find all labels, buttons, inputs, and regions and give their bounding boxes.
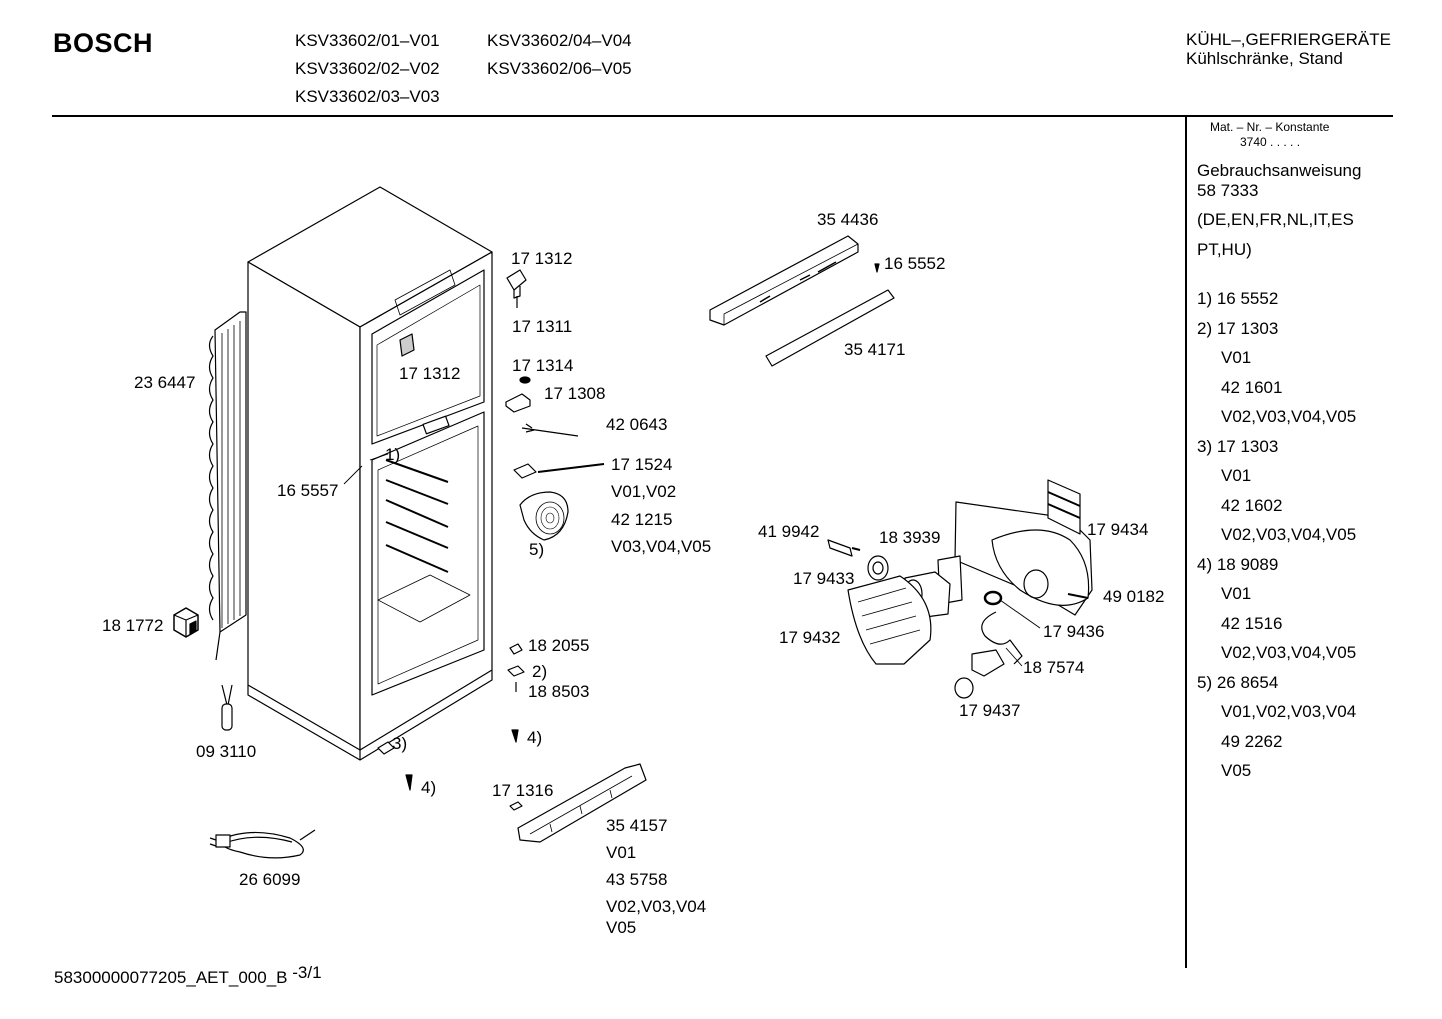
part-236447: 23 6447 — [134, 373, 196, 392]
category-line2: Kühlschränke, Stand — [1186, 49, 1343, 68]
footnote-line: V02,V03,V04,V05 — [1221, 525, 1357, 544]
thermostat-assembly — [827, 479, 1093, 699]
part-171311: 17 1311 — [512, 317, 573, 336]
page-number: -3/1 — [292, 963, 322, 982]
part-179433: 17 9433 — [793, 569, 855, 588]
footnote-line: V01,V02,V03,V04 — [1221, 702, 1357, 721]
part-179436: 17 9436 — [1043, 622, 1105, 641]
document-code: 58300000077205_AET_000_B — [54, 968, 288, 987]
footnote-line: V05 — [1221, 761, 1252, 780]
footnote-line: 1) 16 5552 — [1197, 289, 1279, 308]
mat-header: Mat. – Nr. – Konstante — [1210, 120, 1330, 134]
model-4: KSV33602/04–V04 — [487, 31, 632, 50]
condenser-coil — [208, 311, 247, 661]
variant-v01: V01 — [606, 843, 637, 862]
footnote-line: V02,V03,V04,V05 — [1221, 407, 1357, 426]
part-183939: 18 3939 — [879, 528, 941, 547]
fridge-cabinet — [247, 186, 493, 761]
footnote-line: V02,V03,V04,V05 — [1221, 643, 1357, 662]
part-181772: 18 1772 — [102, 616, 164, 635]
part-171524: 17 1524 — [611, 455, 673, 474]
brand-logo: BOSCH — [53, 28, 154, 58]
leader-lines — [343, 453, 1041, 667]
footnote-line: V01 — [1221, 466, 1252, 485]
part-179432: 17 9432 — [779, 628, 841, 647]
part-420643: 42 0643 — [606, 415, 668, 434]
mat-value: 3740 . . . . . — [1240, 135, 1301, 149]
part-171314: 17 1314 — [512, 356, 574, 375]
callout-2: 2) — [532, 662, 548, 681]
part-171316: 17 1316 — [492, 781, 554, 800]
manual-languages-1: (DE,EN,FR,NL,IT,ES — [1197, 210, 1354, 229]
footnote-line: 42 1601 — [1221, 377, 1283, 397]
part-179437: 17 9437 — [959, 701, 1021, 720]
part-182055: 18 2055 — [528, 636, 590, 655]
part-171312-b: 17 1312 — [399, 364, 461, 383]
part-421215: 42 1215 — [611, 510, 673, 529]
variant-v03-v05: V03,V04,V05 — [611, 537, 712, 556]
handle-parts — [709, 235, 895, 367]
model-5: KSV33602/06–V05 — [487, 59, 632, 78]
footnote-line: V01 — [1221, 584, 1252, 603]
part-354436: 35 4436 — [817, 210, 879, 229]
variant-v01-v02: V01,V02 — [611, 482, 677, 501]
footnote-line: 4) 18 9089 — [1197, 554, 1279, 574]
part-165552: 16 5552 — [884, 254, 946, 273]
part-188503: 18 8503 — [528, 682, 590, 701]
model-2: KSV33602/02–V02 — [295, 59, 440, 78]
callout-5: 5) — [529, 540, 545, 559]
model-3: KSV33602/03–V03 — [295, 87, 440, 106]
footnote-line: 42 1602 — [1221, 495, 1283, 515]
hinge-parts — [377, 269, 647, 843]
part-165557: 16 5557 — [277, 481, 339, 500]
part-093110: 09 3110 — [196, 742, 257, 761]
part-435758: 43 5758 — [606, 870, 668, 889]
part-179434: 17 9434 — [1087, 520, 1149, 539]
callout-3: 3) — [392, 734, 408, 753]
model-1: KSV33602/01–V01 — [295, 31, 440, 50]
part-187574: 18 7574 — [1023, 658, 1085, 677]
category-line1: KÜHL–,GEFRIERGERÄTE — [1186, 30, 1391, 49]
manual-languages-2: PT,HU) — [1197, 240, 1252, 259]
part-171312-a: 17 1312 — [511, 249, 573, 268]
variant-v05: V05 — [606, 918, 637, 937]
header-divider — [52, 115, 1393, 117]
footnote-line: 49 2262 — [1221, 731, 1283, 751]
footnote-line: 5) 26 8654 — [1197, 672, 1279, 692]
callout-4-b: 4) — [421, 778, 437, 797]
left-small-parts — [173, 607, 316, 859]
manual-title: Gebrauchsanweisung — [1197, 161, 1362, 180]
category: KÜHL–,GEFRIERGERÄTE Kühlschränke, Stand — [1186, 30, 1391, 68]
footnote-line: 42 1516 — [1221, 613, 1283, 633]
footer: 58300000077205_AET_000_B -3/1 — [54, 963, 322, 988]
variant-v02-v04: V02,V03,V04 — [606, 897, 707, 916]
part-490182: 49 0182 — [1103, 587, 1165, 606]
footnote-line: V01 — [1221, 348, 1252, 367]
part-354157: 35 4157 — [606, 816, 668, 835]
callout-1: 1) — [385, 445, 401, 464]
part-354171: 35 4171 — [844, 340, 906, 359]
footnote-line: 3) 17 1303 — [1197, 436, 1279, 456]
callout-4-a: 4) — [527, 728, 543, 747]
part-171308: 17 1308 — [544, 384, 606, 403]
footnote-line: 2) 17 1303 — [1197, 318, 1279, 338]
part-419942: 41 9942 — [758, 522, 820, 541]
manual-number: 58 7333 — [1197, 181, 1259, 200]
side-divider — [1185, 116, 1187, 968]
part-266099: 26 6099 — [239, 870, 301, 889]
